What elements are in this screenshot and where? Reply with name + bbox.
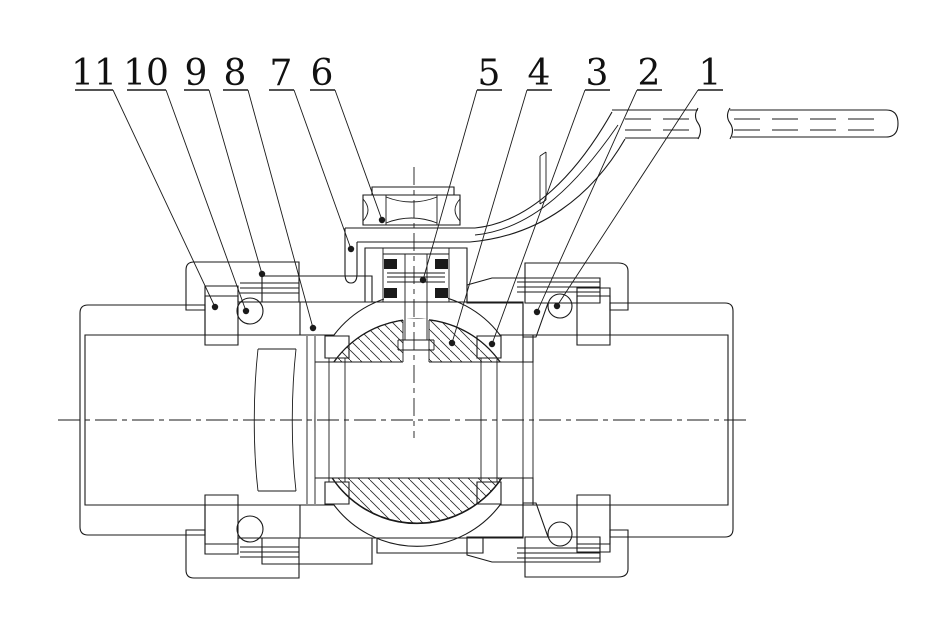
leader-line	[557, 90, 698, 306]
part-number-label: 10	[123, 53, 169, 94]
leader-end-dot	[488, 340, 496, 348]
gland-hex-nut	[363, 187, 460, 225]
callout-2: 2	[533, 53, 662, 316]
callout-8: 8	[223, 53, 317, 332]
callout-9: 9	[184, 53, 266, 278]
thread-lines	[240, 282, 600, 558]
ball	[315, 302, 523, 524]
leader-line	[166, 90, 246, 311]
part-number-label: 9	[185, 53, 208, 94]
part-number-label: 11	[71, 53, 117, 94]
left-pipe-adapter	[80, 305, 205, 535]
leader-end-dot	[533, 308, 541, 316]
callout-11: 11	[71, 53, 219, 311]
leader-end-dot	[347, 245, 355, 253]
callout-3: 3	[488, 53, 610, 348]
leader-end-dot	[448, 339, 456, 347]
right-gasket-rings	[548, 294, 572, 546]
part-number-label: 5	[478, 53, 501, 94]
callout-7: 7	[269, 53, 355, 253]
leader-line	[492, 90, 585, 344]
leader-end-dot	[258, 270, 266, 278]
leader-line	[113, 90, 215, 307]
leader-line	[423, 90, 477, 280]
callout-10: 10	[123, 53, 250, 315]
handle-lever	[345, 108, 898, 283]
stem-packing	[383, 248, 449, 302]
leader-line	[248, 90, 313, 328]
leader-end-dot	[242, 307, 250, 315]
leader-line	[209, 90, 262, 274]
leader-end-dot	[553, 302, 561, 310]
centerlines	[58, 167, 747, 438]
part-number-label: 4	[528, 53, 551, 94]
part-number-label: 8	[224, 53, 247, 94]
left-union-nut	[186, 262, 299, 578]
leader-end-dot	[211, 303, 219, 311]
callout-1: 1	[553, 53, 723, 310]
leader-end-dot	[309, 324, 317, 332]
leader-end-dot	[378, 216, 386, 224]
leader-line	[335, 90, 382, 220]
callout-4: 4	[448, 53, 552, 347]
part-number-label: 3	[586, 53, 609, 94]
bore-details	[205, 335, 610, 505]
leader-line	[452, 90, 527, 343]
part-number-label: 2	[638, 53, 661, 94]
callout-6: 6	[310, 53, 386, 224]
right-pipe-adapter	[610, 303, 733, 537]
part-number-label: 6	[311, 53, 334, 94]
part-number-label: 1	[699, 53, 722, 94]
callout-5: 5	[419, 53, 502, 284]
leader-line	[537, 90, 637, 312]
leader-line	[294, 90, 351, 249]
leader-end-dot	[419, 276, 427, 284]
part-number-label: 7	[270, 53, 293, 94]
left-gasket-rings	[237, 298, 263, 542]
